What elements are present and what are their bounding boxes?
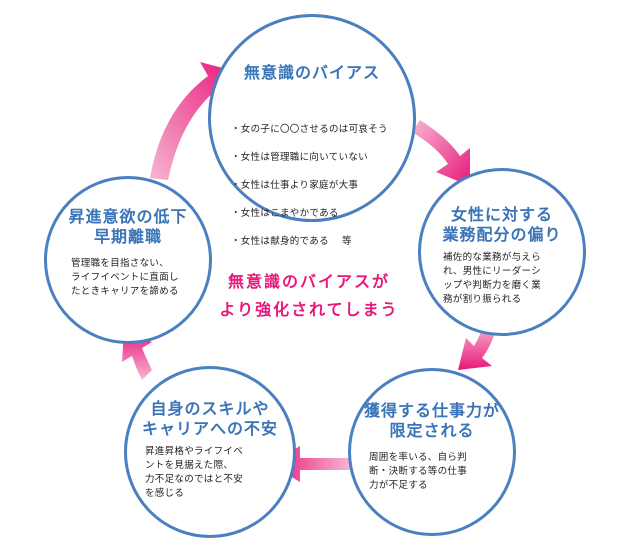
list-item: ・女性は管理職に向いていない: [231, 152, 368, 163]
arrow-top-to-right: [412, 120, 470, 186]
node-title: 自身のスキルや キャリアへの不安: [141, 399, 278, 438]
list-item: ・女性は仕事より家庭が大事: [231, 180, 359, 191]
list-item: ・女の子に〇〇させるのは可哀そう: [231, 124, 388, 135]
node-description: 管理職を目指さない、 ライフイベントに直面し たときキャリアを諦める: [71, 258, 179, 297]
node-limited-skills: 獲得する仕事力が 限定される 周囲を率いる、自ら判 断・決断する等の仕事 力が不…: [348, 368, 516, 536]
bias-examples-list: ・女の子に〇〇させるのは可哀そう ・女性は管理職に向いていない ・女性は仕事より…: [231, 109, 388, 263]
node-title: 獲得する仕事力が 限定される: [363, 401, 500, 440]
node-title: 昇進意欲の低下 早期離職: [68, 207, 188, 246]
list-item: ・女性はこまやかである: [231, 208, 339, 219]
node-title: 無意識のバイアス: [243, 63, 380, 82]
center-message: 無意識のバイアスが より強化されてしまう: [219, 272, 399, 319]
node-description: 昇進昇格やライフイベ ントを見据えた際、 力不足なのではと不安 を感じる: [145, 446, 244, 499]
arrow-right-to-bottom-right: [458, 324, 496, 370]
node-title: 女性に対する 業務配分の偏り: [442, 205, 562, 244]
node-work-allocation-bias: 女性に対する 業務配分の偏り 補佐的な業務が与えら れ、男性にリーダーシ ップや…: [418, 168, 586, 336]
node-description: 補佐的な業務が与えら れ、男性にリーダーシ ップや判断力を磨く業 務が割り振られ…: [443, 252, 542, 305]
node-low-promotion-motivation: 昇進意欲の低下 早期離職 管理職を目指さない、 ライフイベントに直面し たときキ…: [44, 176, 212, 344]
node-description: 周囲を率いる、自ら判 断・決断する等の仕事 力が不足する: [369, 452, 468, 491]
node-unconscious-bias: 無意識のバイアス ・女の子に〇〇させるのは可哀そう ・女性は管理職に向いていない…: [208, 14, 416, 247]
node-career-anxiety: 自身のスキルや キャリアへの不安 昇進昇格やライフイベ ントを見据えた際、 力不…: [124, 366, 296, 538]
list-item: ・女性は献身的である 等: [231, 236, 352, 247]
